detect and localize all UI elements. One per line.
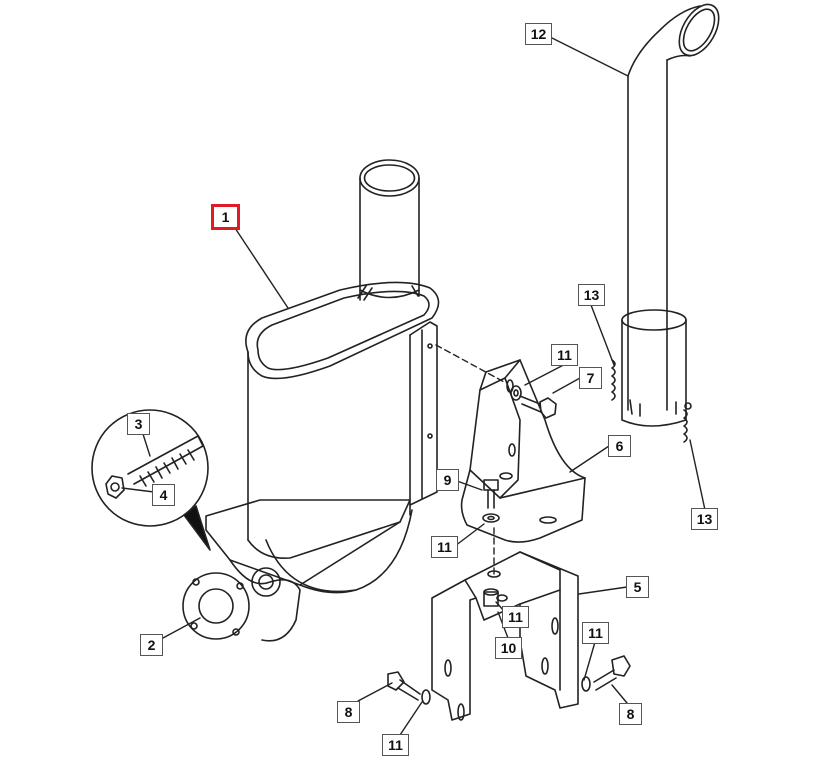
callout-8-left[interactable]: 8 [337, 701, 360, 723]
detail-magnifier [91, 409, 211, 551]
callout-4[interactable]: 4 [152, 484, 175, 506]
callout-11-right[interactable]: 11 [582, 622, 609, 644]
tailpipe-part [611, 3, 720, 443]
callout-1-highlighted[interactable]: 1 [211, 204, 240, 230]
callout-11-bracket-top[interactable]: 11 [551, 344, 578, 366]
callout-13-bottom[interactable]: 13 [691, 508, 718, 530]
callout-8-right[interactable]: 8 [619, 703, 642, 725]
callout-13-top[interactable]: 13 [578, 284, 605, 306]
callout-11-washer-9[interactable]: 11 [431, 536, 458, 558]
callout-2[interactable]: 2 [140, 634, 163, 656]
callout-6[interactable]: 6 [608, 435, 631, 457]
callout-9[interactable]: 9 [436, 469, 459, 491]
leader-lines [121, 35, 706, 736]
fasteners [387, 385, 631, 705]
callout-5[interactable]: 5 [626, 576, 649, 598]
callout-11-nut-10[interactable]: 11 [502, 606, 529, 628]
callout-10[interactable]: 10 [495, 637, 522, 659]
callout-12[interactable]: 12 [525, 23, 552, 45]
callout-3[interactable]: 3 [127, 413, 150, 435]
callout-11-left[interactable]: 11 [382, 734, 409, 756]
upper-bracket-part [460, 359, 586, 543]
callout-7[interactable]: 7 [579, 367, 602, 389]
lower-bracket-part [431, 551, 579, 721]
muffler-part [182, 159, 440, 642]
